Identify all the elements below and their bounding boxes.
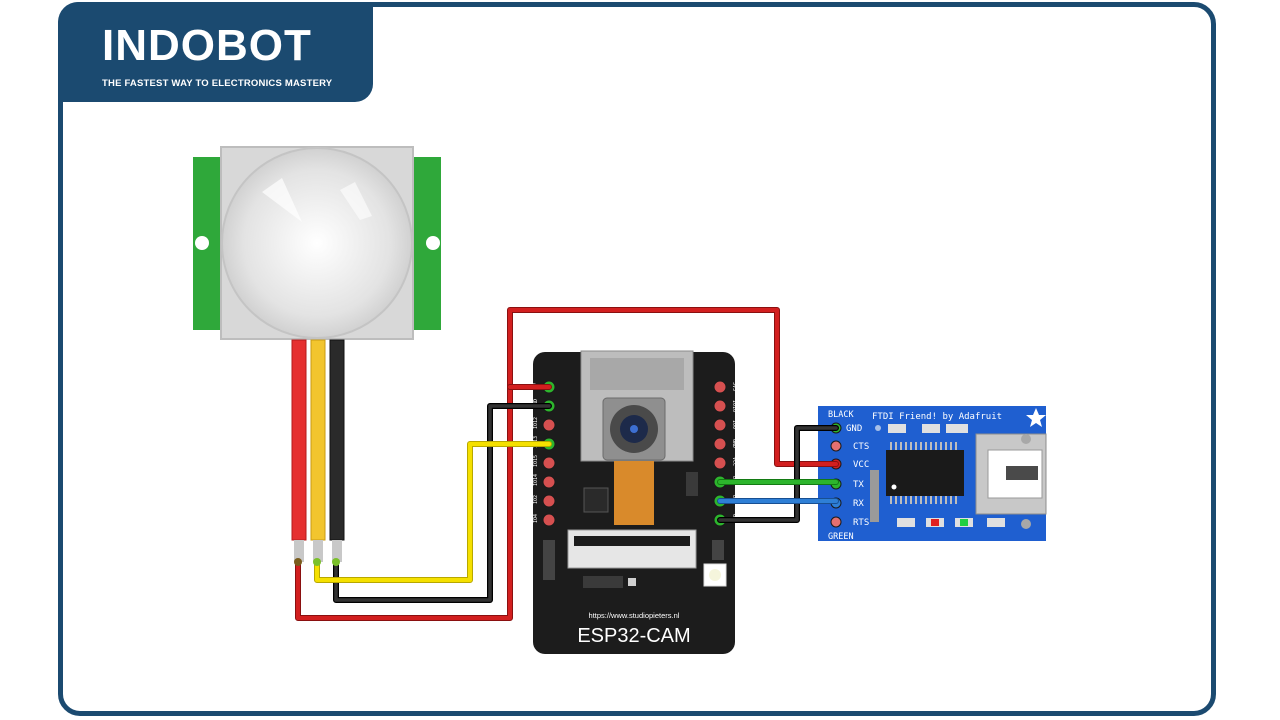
ftdi-smd [897, 518, 915, 527]
camera-connector [567, 529, 697, 569]
endpoint [332, 558, 340, 566]
pir-lead-gnd [329, 339, 345, 541]
ftdi-smd [888, 424, 906, 433]
ftdi-resistor-pack [870, 470, 879, 522]
pir-dome-highlight [262, 178, 302, 222]
pin-io0 [713, 418, 727, 432]
usb-mount [1021, 519, 1031, 529]
pir-pin-vcc [294, 540, 304, 562]
wire-black-ftdi [718, 426, 838, 522]
flash-led-lens [709, 569, 721, 581]
pin-io4 [542, 513, 556, 527]
ftdi-chip-pins [890, 442, 957, 504]
pin-label-left: IO14 [533, 474, 539, 486]
ftdi-smd [987, 518, 1005, 527]
ftdi-label-black: BLACK [828, 410, 854, 420]
ftdi-led-red-lens [931, 519, 939, 526]
pin-label-right: VCC [731, 457, 737, 466]
usb-mini-tongue [1006, 466, 1038, 480]
pir-lead-vcc [291, 339, 307, 541]
pir-mount-hole-left [195, 236, 209, 250]
esp32-name: ESP32-CAM [577, 625, 690, 647]
ftdi-smd [922, 424, 940, 433]
pir-lead-out [310, 339, 326, 541]
sd-card-slot-top [590, 358, 684, 390]
endpoint [313, 558, 321, 566]
pin-label-left: IO15 [533, 455, 539, 467]
usb-mount [1021, 434, 1031, 444]
wire-yellow-outline [314, 441, 552, 583]
pin-label-left: IO4 [533, 514, 539, 523]
wire-black [334, 404, 551, 602]
pin-io15 [542, 456, 556, 470]
ftdi-friend-board: BLACK GREEN FTDI Friend! by Adafruit GND… [818, 406, 1047, 542]
ftdi-via [875, 425, 881, 431]
smd-component [628, 578, 636, 586]
ftdi-chip [886, 450, 964, 496]
camera-lens-center [630, 425, 638, 433]
pir-pin-gnd [332, 540, 342, 562]
ftdi-title: FTDI Friend! by Adafruit [872, 412, 1002, 422]
pin-label-right: IO0 [731, 420, 737, 429]
regulator-chip [583, 487, 609, 513]
ftdi-chip-dot [891, 484, 897, 490]
wire-black-outline [333, 403, 552, 603]
pin-label-left: IO12 [533, 417, 539, 429]
ftdi-pin-cts [830, 440, 842, 452]
pir-mount-hole-right [426, 236, 440, 250]
esp32-url: https://www.studiopieters.nl [589, 611, 680, 620]
wire-yellow [315, 442, 551, 582]
wire-endpoints [294, 558, 340, 566]
ftdi-pin-rts [830, 516, 842, 528]
pir-dome-highlight-2 [340, 182, 372, 220]
pin-io12 [542, 418, 556, 432]
pin-io14 [542, 475, 556, 489]
wires [295, 307, 839, 621]
ftdi-pin-label: GND [846, 424, 862, 434]
ftdi-led-green-lens [960, 519, 968, 526]
pin-vcc [713, 456, 727, 470]
ftdi-pin-label: VCC [853, 460, 869, 470]
wire-red [296, 308, 838, 620]
camera-flex-cable [614, 461, 654, 525]
ftdi-smd [946, 424, 968, 433]
logo-banner: INDOBOT THE FASTEST WAY TO ELECTRONICS M… [58, 2, 373, 102]
pin-gnd-right-1 [713, 437, 727, 451]
smd-component-4 [712, 540, 724, 560]
ftdi-pin-label: RX [853, 499, 864, 509]
smd-chip [583, 576, 623, 588]
camera-connector-slot [574, 536, 690, 546]
ftdi-pin-label: RTS [853, 518, 869, 528]
smd-component-2 [686, 472, 698, 496]
endpoint [294, 558, 302, 566]
pin-io2 [542, 494, 556, 508]
logo-title: INDOBOT [102, 21, 312, 70]
ftdi-label-green: GREEN [828, 532, 854, 542]
pin-label-right: 3V3 [731, 382, 737, 391]
ftdi-pin-label: TX [853, 480, 864, 490]
esp32-cam-board: 5V GND IO12 IO13 IO15 IO14 IO2 IO4 3V3 I… [533, 350, 737, 654]
smd-component-3 [543, 540, 555, 580]
star-icon [1026, 408, 1046, 427]
pin-label-right: IO16 [731, 400, 737, 412]
pir-dome [221, 147, 413, 339]
pin-label-right: GND [731, 439, 737, 448]
pir-pin-out [313, 540, 323, 562]
pir-sensor [193, 146, 441, 562]
pin-label-left: IO2 [533, 495, 539, 504]
ftdi-pin-label: CTS [853, 442, 869, 452]
logo-tagline: THE FASTEST WAY TO ELECTRONICS MASTERY [102, 78, 333, 89]
pin-io16 [713, 399, 727, 413]
pin-3v3 [713, 380, 727, 394]
